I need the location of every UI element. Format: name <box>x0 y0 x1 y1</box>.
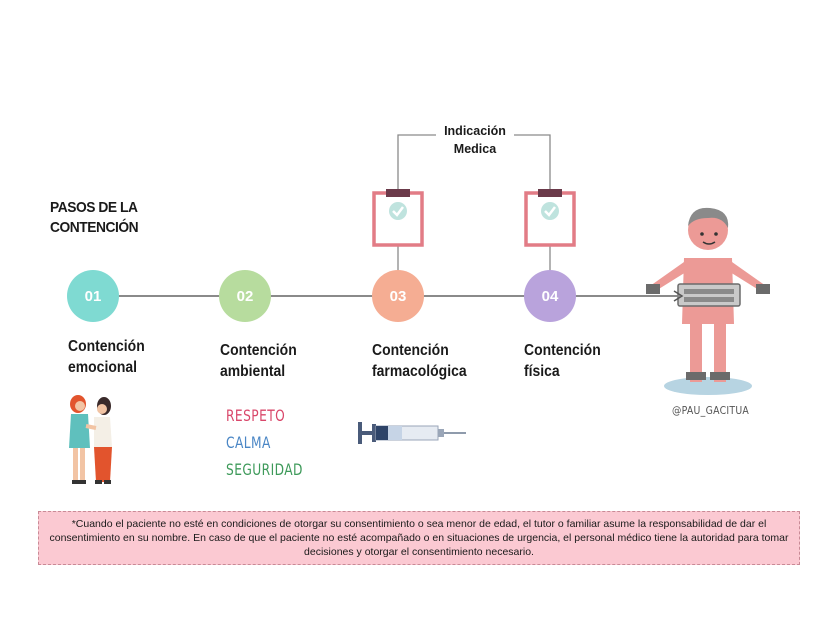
page-title: PASOS DE LA CONTENCIÓN <box>50 199 139 236</box>
step-number: 01 <box>84 287 102 305</box>
step-label-line: Contención <box>372 342 449 359</box>
step-number: 04 <box>541 287 559 305</box>
step-label-line: ambiental <box>220 363 286 380</box>
step-number: 03 <box>389 287 407 305</box>
step-label-line: farmacológica <box>372 363 467 380</box>
restrained-patient-illustration <box>646 207 770 395</box>
step-circle-01: 01 <box>67 270 119 322</box>
step-label-line: física <box>524 363 560 380</box>
emotional-support-illustration <box>69 395 112 484</box>
step-label-ambiental: Contención ambiental <box>220 340 297 382</box>
indication-bracket <box>397 134 551 272</box>
value-calma: CALMA <box>226 433 271 452</box>
consent-note: *Cuando el paciente no esté en condicion… <box>38 511 800 565</box>
author-credit: @PAU_GACITUA <box>672 404 750 417</box>
indication-label: Indicación Medica <box>444 124 506 156</box>
step-label-emocional: Contención emocional <box>68 336 145 378</box>
syringe-icon <box>358 422 466 444</box>
value-seguridad: SEGURIDAD <box>226 460 303 479</box>
clipboard-check-icon <box>524 189 576 247</box>
step-label-line: Contención <box>524 342 601 359</box>
step-circle-02: 02 <box>219 270 271 322</box>
step-label-line: Contención <box>68 338 145 355</box>
step-label-fisica: Contención física <box>524 340 601 382</box>
values-list: RESPETO CALMA SEGURIDAD <box>226 402 316 483</box>
step-label-line: emocional <box>68 359 138 376</box>
step-label-farmacologica: Contención farmacológica <box>372 340 467 382</box>
step-number: 02 <box>236 287 254 305</box>
step-circle-03: 03 <box>372 270 424 322</box>
step-circle-04: 04 <box>524 270 576 322</box>
value-respeto: RESPETO <box>226 406 286 425</box>
clipboard-check-icon <box>372 189 424 247</box>
step-label-line: Contención <box>220 342 297 359</box>
arrow-icon <box>640 290 684 302</box>
